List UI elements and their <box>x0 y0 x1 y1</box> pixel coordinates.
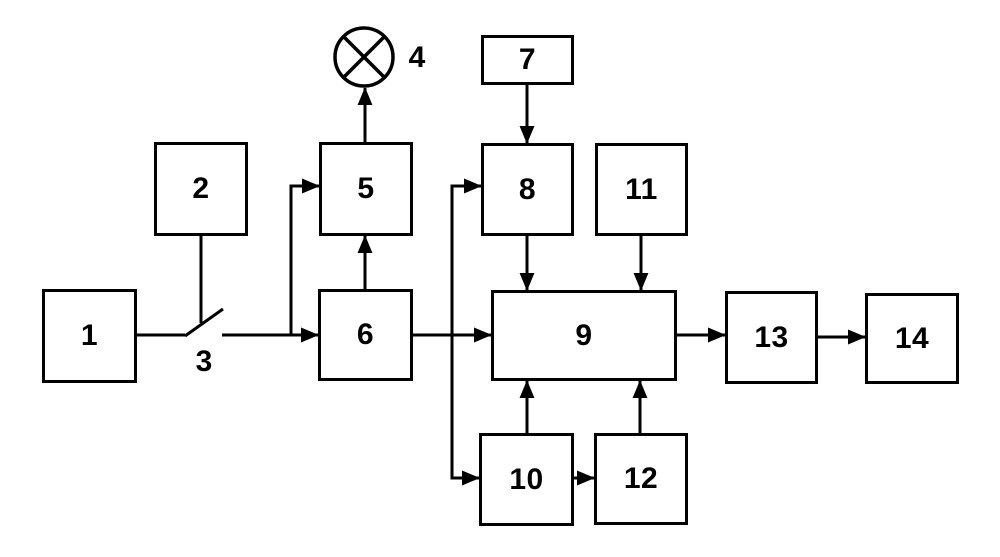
block-9: 9 <box>491 290 677 381</box>
block-label: 12 <box>623 462 659 495</box>
block-8: 8 <box>481 143 574 236</box>
block-11: 11 <box>595 143 688 236</box>
block-12: 12 <box>594 433 688 525</box>
lamp-icon <box>333 26 395 88</box>
block-label: 11 <box>625 172 658 206</box>
arrow-branch-to-5 <box>289 178 320 335</box>
block-2: 2 <box>154 142 248 236</box>
block-1: 1 <box>42 289 137 383</box>
block-label: 10 <box>509 462 544 496</box>
switch-blade-icon <box>184 307 224 338</box>
block-label: 5 <box>357 172 375 205</box>
block-10: 10 <box>479 433 574 526</box>
block-5: 5 <box>319 142 413 236</box>
block-label: 1 <box>80 319 99 352</box>
block-7: 7 <box>481 35 574 85</box>
block-label: 14 <box>894 321 930 355</box>
arrow-branch-to-8 <box>450 178 482 335</box>
lamp-label: 4 <box>408 41 426 74</box>
block-label: 9 <box>575 318 593 352</box>
block-label: 7 <box>518 43 537 76</box>
block-14: 14 <box>865 293 959 384</box>
block-6: 6 <box>318 289 413 381</box>
arrow-branch-to-10 <box>450 335 480 486</box>
switch-label: 3 <box>195 345 213 378</box>
block-label: 2 <box>192 172 210 205</box>
block-label: 13 <box>754 320 789 354</box>
block-label: 6 <box>356 318 375 351</box>
block-13: 13 <box>725 291 818 384</box>
block-label: 8 <box>518 172 537 206</box>
